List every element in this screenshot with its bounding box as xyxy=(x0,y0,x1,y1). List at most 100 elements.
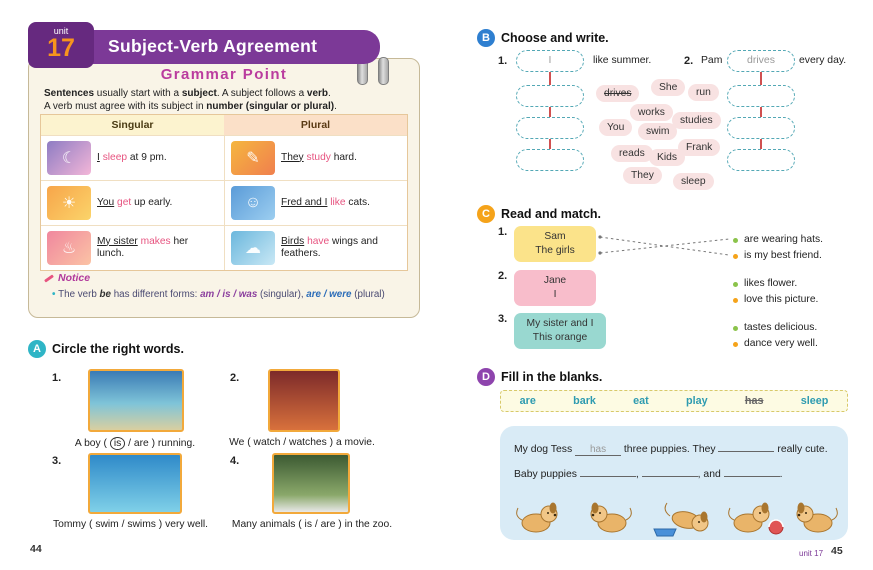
photo-pandas xyxy=(272,453,350,514)
section-b-badge: B xyxy=(477,29,495,47)
notice-label-row: Notice xyxy=(44,272,90,284)
match-subject-box[interactable]: Jane I xyxy=(514,270,596,306)
blank-answer-field[interactable] xyxy=(718,439,775,452)
word-choice: Kids xyxy=(649,149,686,166)
page-number-right: 45 xyxy=(831,545,843,557)
birds-illustration: ☁ xyxy=(231,231,275,265)
question-number: 2. xyxy=(684,55,694,67)
match-option[interactable]: dance very well. xyxy=(744,338,818,349)
match-subject: The girls xyxy=(535,244,575,256)
table-row: ☾ I sleep at 9 pm. ✎ They study hard. xyxy=(41,135,407,180)
blank-answer-field[interactable] xyxy=(641,464,698,477)
unit-number: 17 xyxy=(47,34,75,62)
plural-example-cell: ☺ Fred and I like cats. xyxy=(224,181,407,225)
blank-answer-field[interactable]: has xyxy=(575,443,622,456)
word-choice: run xyxy=(688,84,719,101)
word-bank-item: play xyxy=(686,395,708,407)
unit-title: Subject-Verb Agreement xyxy=(108,36,318,56)
match-option[interactable]: tastes delicious. xyxy=(744,322,818,333)
word-bank-item: are xyxy=(519,395,536,407)
grammar-table-header: Singular Plural xyxy=(41,115,407,135)
answer-write-box[interactable] xyxy=(516,149,584,171)
option-bullet xyxy=(733,238,738,243)
blank-answer-field[interactable] xyxy=(579,464,636,477)
section-d-title: Fill in the blanks. xyxy=(501,370,603,384)
section-c-badge: C xyxy=(477,205,495,223)
answer-write-box[interactable] xyxy=(727,149,795,171)
match-option[interactable]: love this picture. xyxy=(744,294,819,305)
fill-line-1: My dog Tess has three puppies. They real… xyxy=(514,437,834,462)
example-sentence: You get up early. xyxy=(97,196,173,208)
word-bank-item: sleep xyxy=(800,395,829,407)
blank-answer-field[interactable] xyxy=(723,464,780,477)
match-subject: My sister and I xyxy=(526,318,594,329)
match-option[interactable]: is my best friend. xyxy=(744,250,822,261)
sleeping-child-illustration: ☾ xyxy=(47,141,91,175)
option-bullet xyxy=(733,298,738,303)
singular-example-cell: ♨ My sister makes her lunch. xyxy=(41,226,224,270)
photo-boy-running xyxy=(88,369,184,432)
example-sentence: They study hard. xyxy=(281,151,357,163)
photo-boy-swimming xyxy=(88,453,182,514)
plural-header: Plural xyxy=(224,115,407,135)
grammar-intro: Sentences usually start with a subject. … xyxy=(44,88,408,113)
match-subject: Jane xyxy=(543,275,567,286)
word-bank-item-used: has xyxy=(744,395,764,407)
singular-example-cell: ☾ I sleep at 9 pm. xyxy=(41,136,224,180)
answer-write-box[interactable] xyxy=(727,85,795,107)
section-c-title: Read and match. xyxy=(501,207,602,221)
fill-line-2: Baby puppies , , and . xyxy=(514,462,834,487)
unit-tab: unit 17 xyxy=(28,22,94,68)
section-a-badge: A xyxy=(28,340,46,358)
footer-unit-label: unit 17 xyxy=(799,549,824,558)
binder-ring-icon xyxy=(378,57,389,85)
answer-write-box[interactable]: I xyxy=(516,50,584,72)
word-bank: are bark eat play has sleep xyxy=(500,390,848,412)
girl-making-lunch-illustration: ♨ xyxy=(47,231,91,265)
answer-write-box[interactable]: drives xyxy=(727,50,795,72)
word-bank-item: eat xyxy=(633,395,649,407)
grammar-intro-line2: A verb must agree with its subject in nu… xyxy=(44,100,337,112)
puppies-illustration xyxy=(516,502,838,537)
photo-watching-movie xyxy=(268,369,340,432)
word-choice: works xyxy=(630,104,673,121)
word-choice: sleep xyxy=(673,173,714,190)
plural-example-cell: ☁ Birds have wings and feathers. xyxy=(224,226,407,270)
word-choice: reads xyxy=(611,145,653,162)
example-sentence: I sleep at 9 pm. xyxy=(97,151,167,163)
question-number: 2. xyxy=(230,372,240,384)
match-option[interactable]: likes flower. xyxy=(744,278,798,289)
option-bullet xyxy=(733,342,738,347)
exercise-sentence: Many animals ( is / are ) in the zoo. xyxy=(231,519,393,530)
section-d-badge: D xyxy=(477,368,495,386)
connector-line xyxy=(760,61,762,161)
example-sentence: My sister makes her lunch. xyxy=(97,235,189,260)
match-option[interactable]: are wearing hats. xyxy=(744,234,823,245)
question-number: 3. xyxy=(498,313,508,325)
table-row: ☀ You get up early. ☺ Fred and I like ca… xyxy=(41,180,407,225)
word-choice: drives xyxy=(596,85,640,102)
answer-write-box[interactable] xyxy=(516,117,584,139)
question-number: 1. xyxy=(498,226,508,238)
question-number: 3. xyxy=(52,455,62,467)
kids-with-cats-illustration: ☺ xyxy=(231,186,275,220)
match-subject-box[interactable]: My sister and I This orange xyxy=(514,313,606,349)
written-answer: I xyxy=(548,54,552,66)
sentence-fragment: like summer. xyxy=(593,55,652,66)
word-choice: studies xyxy=(672,112,721,129)
studying-kids-illustration: ✎ xyxy=(231,141,275,175)
answer-write-box[interactable] xyxy=(727,117,795,139)
option-bullet xyxy=(733,254,738,259)
match-subject-box[interactable]: Sam The girls xyxy=(514,226,596,262)
match-subject: I xyxy=(553,288,557,300)
match-subject: This orange xyxy=(532,331,588,343)
match-subject: Sam xyxy=(544,231,566,242)
table-row: ♨ My sister makes her lunch. ☁ Birds hav… xyxy=(41,225,407,270)
plural-example-cell: ✎ They study hard. xyxy=(224,136,407,180)
singular-header: Singular xyxy=(41,115,224,135)
word-choice: She xyxy=(651,79,686,96)
answer-write-box[interactable] xyxy=(516,85,584,107)
circled-answer[interactable]: is xyxy=(109,437,126,450)
